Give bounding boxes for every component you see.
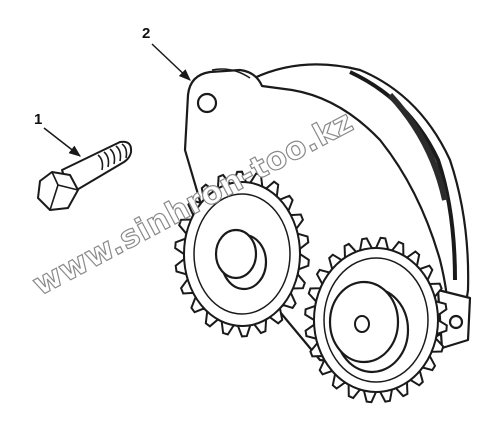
callout-1: 1 [34,111,81,157]
driven-gear [304,236,448,404]
bolt [37,140,133,211]
callout-label-2: 2 [142,25,150,42]
callout-arrow-1 [43,127,81,157]
drive-gear [174,170,310,338]
callout-2: 2 [142,25,191,81]
callout-arrow-2 [151,43,191,81]
callout-label-1: 1 [34,111,42,128]
